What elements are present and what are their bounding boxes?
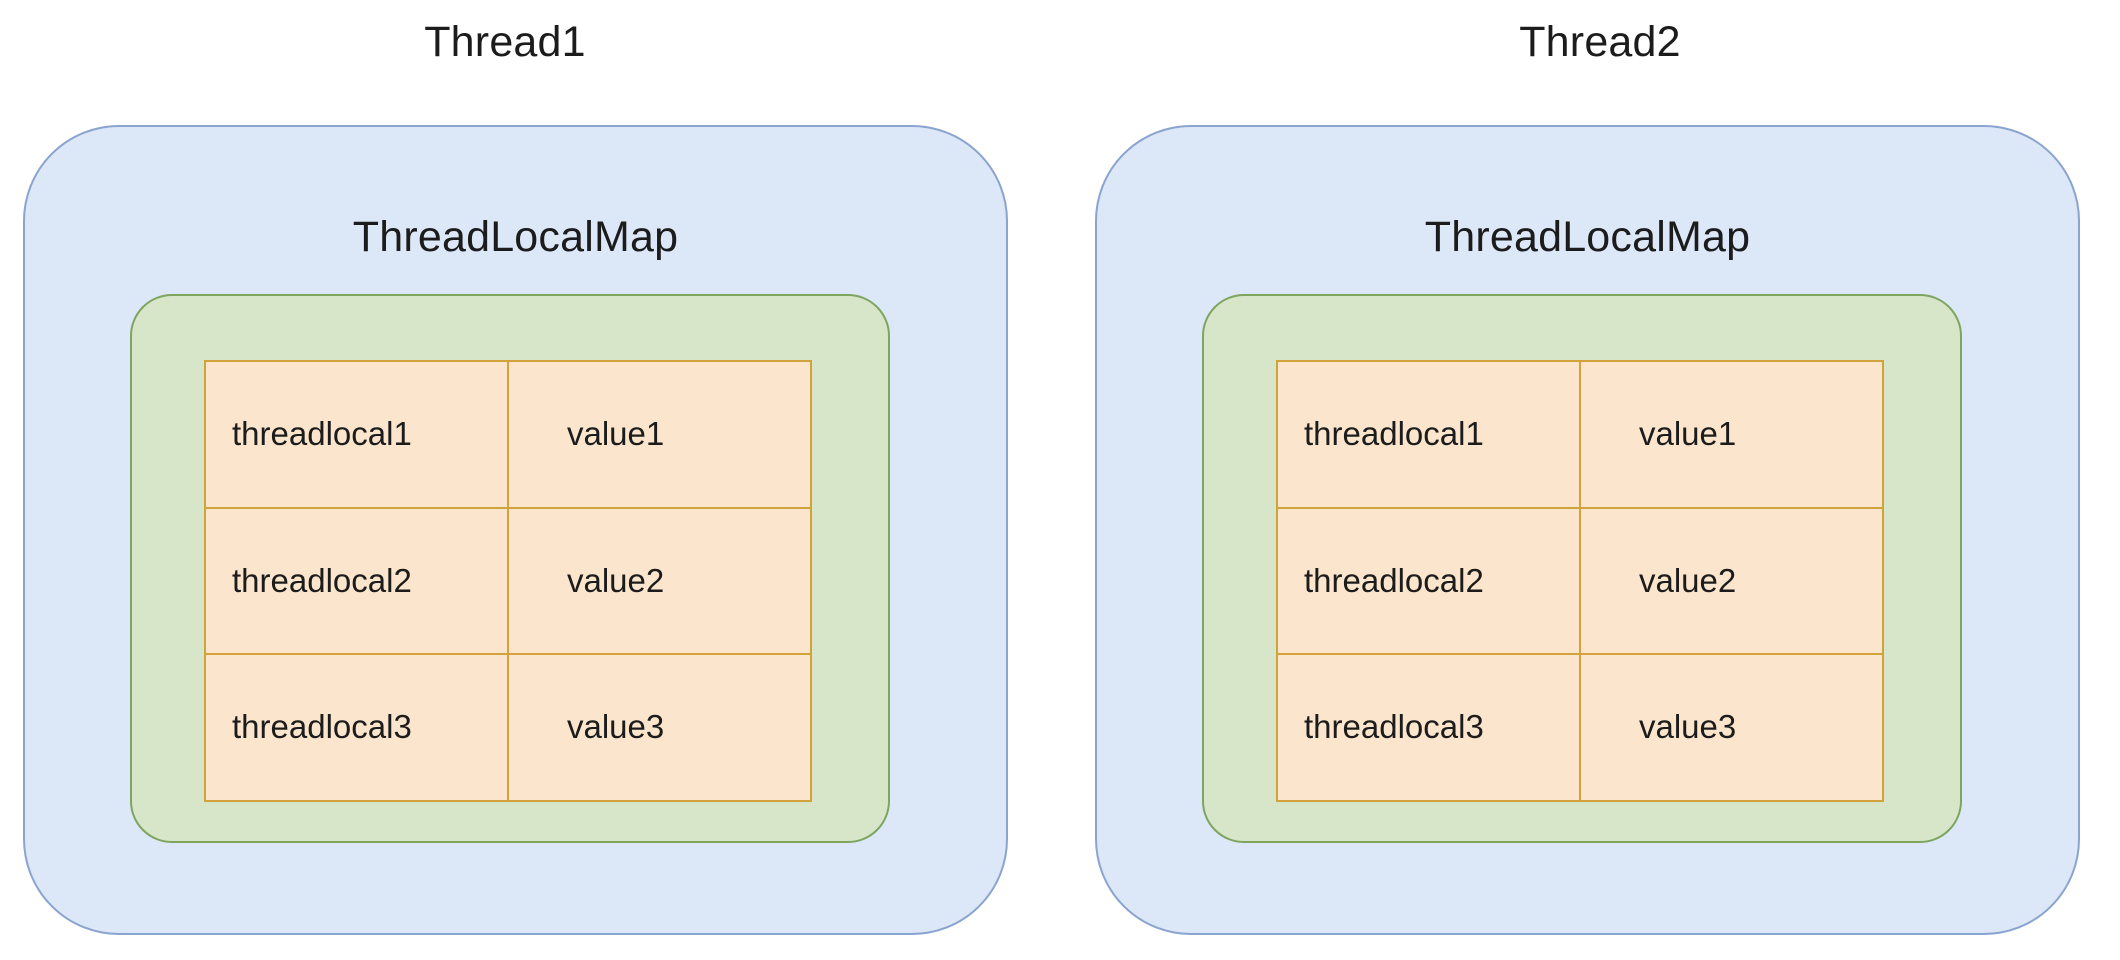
entry-table-2: threadlocal1 value1 threadlocal2 value2 …	[1276, 360, 1884, 802]
table-row: threadlocal1 value1	[204, 360, 812, 509]
entry-key-cell: threadlocal1	[204, 360, 509, 509]
table-row: threadlocal2 value2	[1276, 506, 1884, 656]
entry-value-cell: value1	[507, 360, 812, 509]
entry-value-cell: value1	[1579, 360, 1884, 509]
entry-key-cell: threadlocal1	[1276, 360, 1581, 509]
thread-panel-2: Thread2 ThreadLocalMap threadlocal1 valu…	[1060, 0, 2120, 960]
table-row: threadlocal1 value1	[1276, 360, 1884, 509]
entry-table-1: threadlocal1 value1 threadlocal2 value2 …	[204, 360, 812, 802]
table-row: threadlocal3 value3	[204, 653, 812, 802]
threadlocalmap-title-2: ThreadLocalMap	[1424, 213, 1751, 261]
entry-key-cell: threadlocal2	[1276, 506, 1581, 656]
entry-value-cell: value2	[507, 506, 812, 656]
thread-box-2: ThreadLocalMap threadlocal1 value1 threa…	[1095, 125, 2080, 935]
entry-value-cell: value2	[1579, 506, 1884, 656]
thread-panel-1: Thread1 ThreadLocalMap threadlocal1 valu…	[23, 18, 1008, 935]
entry-value-cell: value3	[1579, 653, 1884, 802]
thread-title-1: Thread1	[424, 18, 586, 66]
threadlocalmap-box-2: threadlocal1 value1 threadlocal2 value2 …	[1202, 294, 1962, 843]
thread-title-2: Thread2	[1519, 18, 1681, 66]
entry-key-cell: threadlocal3	[204, 653, 509, 802]
threadlocalmap-box-1: threadlocal1 value1 threadlocal2 value2 …	[130, 294, 890, 843]
thread-box-1: ThreadLocalMap threadlocal1 value1 threa…	[23, 125, 1008, 935]
threadlocalmap-title-1: ThreadLocalMap	[352, 213, 679, 261]
entry-key-cell: threadlocal2	[204, 506, 509, 656]
entry-value-cell: value3	[507, 653, 812, 802]
table-row: threadlocal3 value3	[1276, 653, 1884, 802]
table-row: threadlocal2 value2	[204, 506, 812, 656]
entry-key-cell: threadlocal3	[1276, 653, 1581, 802]
